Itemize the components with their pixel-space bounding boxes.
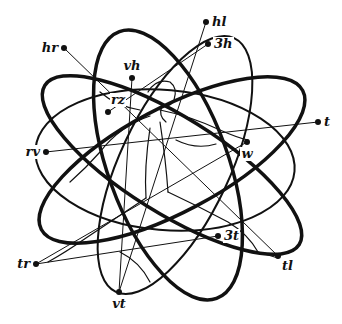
point-label: hl [211, 15, 227, 29]
point-label: w [240, 147, 253, 161]
orbit-ellipse [17, 11, 327, 319]
dancer-figure [48, 81, 278, 282]
point-dot [33, 19, 321, 295]
point-label: 3h [213, 37, 234, 51]
axis-line [36, 22, 318, 292]
point-label: vt [111, 297, 127, 311]
point-label: t [323, 115, 331, 129]
point-label: 3t [223, 229, 240, 243]
point-label: hr [41, 41, 59, 55]
point-label: tl [281, 259, 294, 273]
point-label: tr [16, 257, 31, 271]
point-label: rv [25, 145, 41, 159]
point-label: vh [122, 59, 141, 73]
point-label: rz [110, 93, 126, 107]
orbit-ellipse [29, 15, 300, 315]
